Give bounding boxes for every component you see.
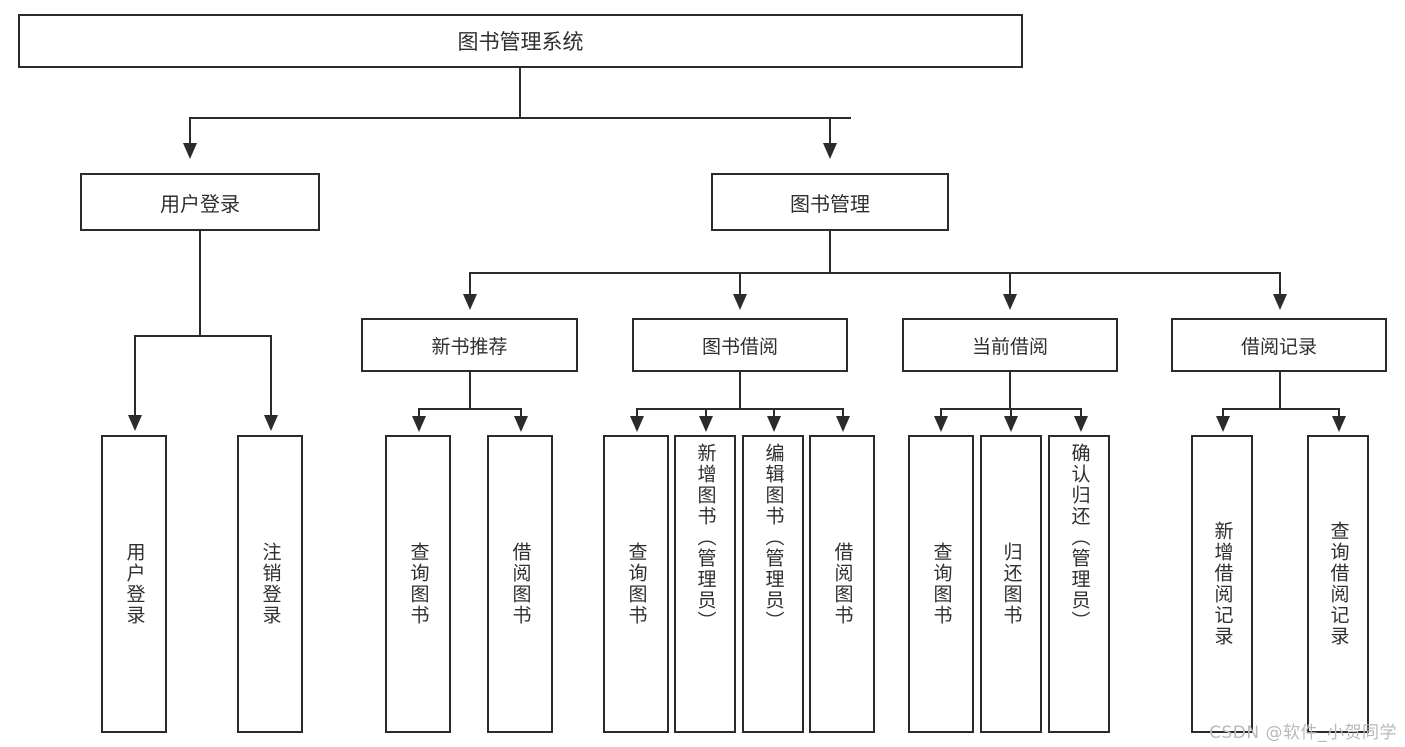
connector-borrow-record-bus bbox=[1222, 408, 1338, 410]
arrow-current-borrow-to-leaf-0 bbox=[934, 416, 948, 432]
connector-new-book-trunk bbox=[469, 372, 471, 408]
connector-borrow-record-trunk bbox=[1279, 372, 1281, 408]
connector-borrow-record-to-leaf-0 bbox=[1222, 408, 1224, 418]
leaf-user-login-1-label: 注销登录 bbox=[259, 542, 282, 626]
arrow-borrow-record-to-leaf-1 bbox=[1332, 416, 1346, 432]
leaf-current-borrow-2-label: 确认归还（管理员） bbox=[1068, 443, 1091, 632]
connector-current-borrow-to-leaf-2 bbox=[1080, 408, 1082, 418]
arrow-new-book-to-leaf-0 bbox=[412, 416, 426, 432]
leaf-current-borrow-1-label: 归还图书 bbox=[1000, 542, 1023, 626]
node-new-book-recommend-label: 新书推荐 bbox=[431, 335, 508, 358]
leaf-book-borrow-3[interactable]: 借阅图书 bbox=[809, 435, 875, 733]
connector-book-borrow-to-leaf-2 bbox=[773, 408, 775, 418]
leaf-current-borrow-0-label: 查询图书 bbox=[930, 542, 953, 626]
node-borrow-record[interactable]: 借阅记录 bbox=[1171, 318, 1387, 372]
leaf-current-borrow-2[interactable]: 确认归还（管理员） bbox=[1048, 435, 1110, 733]
leaf-new-book-1-label: 借阅图书 bbox=[509, 542, 532, 626]
connector-book-manage-to-record bbox=[1279, 272, 1281, 296]
leaf-current-borrow-0[interactable]: 查询图书 bbox=[908, 435, 974, 733]
node-book-manage-label: 图书管理 bbox=[790, 191, 870, 216]
leaf-book-borrow-0-label: 查询图书 bbox=[625, 542, 648, 626]
arrow-user-login-to-leaf-0 bbox=[128, 415, 142, 431]
leaf-borrow-record-0[interactable]: 新增借阅记录 bbox=[1191, 435, 1253, 733]
leaf-book-borrow-1[interactable]: 新增图书（管理员） bbox=[674, 435, 736, 733]
arrow-root-to-book-manage bbox=[823, 143, 837, 159]
connector-book-borrow-to-leaf-0 bbox=[636, 408, 638, 418]
node-book-borrow-label: 图书借阅 bbox=[701, 335, 778, 358]
leaf-new-book-1[interactable]: 借阅图书 bbox=[487, 435, 553, 733]
connector-book-manage-to-borrow bbox=[739, 272, 741, 296]
arrow-current-borrow-to-leaf-2 bbox=[1074, 416, 1088, 432]
arrow-book-borrow-to-leaf-3 bbox=[836, 416, 850, 432]
connector-root-to-book-manage bbox=[829, 117, 831, 145]
leaf-borrow-record-0-label: 新增借阅记录 bbox=[1211, 521, 1234, 647]
arrow-book-manage-to-current bbox=[1003, 294, 1017, 310]
connector-book-manage-to-new-book bbox=[469, 272, 471, 296]
arrow-book-manage-to-new-book bbox=[463, 294, 477, 310]
connector-current-borrow-to-leaf-0 bbox=[940, 408, 942, 418]
connector-borrow-record-to-leaf-1 bbox=[1338, 408, 1340, 418]
leaf-borrow-record-1[interactable]: 查询借阅记录 bbox=[1307, 435, 1369, 733]
arrow-book-borrow-to-leaf-1 bbox=[699, 416, 713, 432]
leaf-book-borrow-2[interactable]: 编辑图书（管理员） bbox=[742, 435, 804, 733]
connector-user-login-bus bbox=[134, 335, 270, 337]
node-book-manage[interactable]: 图书管理 bbox=[711, 173, 949, 231]
arrow-book-borrow-to-leaf-2 bbox=[767, 416, 781, 432]
connector-root-trunk bbox=[519, 68, 521, 117]
leaf-current-borrow-1[interactable]: 归还图书 bbox=[980, 435, 1042, 733]
connector-user-login-to-leaf-1 bbox=[270, 335, 272, 417]
arrow-borrow-record-to-leaf-0 bbox=[1216, 416, 1230, 432]
connector-user-login-to-leaf-0 bbox=[134, 335, 136, 417]
leaf-user-login-0[interactable]: 用户登录 bbox=[101, 435, 167, 733]
connector-book-manage-bus bbox=[469, 272, 1280, 274]
leaf-new-book-0[interactable]: 查询图书 bbox=[385, 435, 451, 733]
connector-book-manage-trunk bbox=[829, 231, 831, 272]
node-current-borrow[interactable]: 当前借阅 bbox=[902, 318, 1118, 372]
leaf-book-borrow-1-label: 新增图书（管理员） bbox=[694, 443, 717, 632]
connector-new-book-to-leaf-0 bbox=[418, 408, 420, 418]
connector-root-bus bbox=[189, 117, 851, 119]
node-user-login-label: 用户登录 bbox=[160, 191, 240, 216]
leaf-book-borrow-2-label: 编辑图书（管理员） bbox=[762, 443, 785, 632]
connector-root-to-user-login bbox=[189, 117, 191, 145]
arrow-current-borrow-to-leaf-1 bbox=[1004, 416, 1018, 432]
connector-user-login-trunk bbox=[199, 231, 201, 335]
connector-book-borrow-to-leaf-1 bbox=[705, 408, 707, 418]
connector-current-borrow-to-leaf-1 bbox=[1010, 408, 1012, 418]
arrow-new-book-to-leaf-1 bbox=[514, 416, 528, 432]
connector-new-book-bus bbox=[418, 408, 522, 410]
connector-book-borrow-to-leaf-3 bbox=[842, 408, 844, 418]
arrow-book-borrow-to-leaf-0 bbox=[630, 416, 644, 432]
connector-book-manage-to-current bbox=[1009, 272, 1011, 296]
node-borrow-record-label: 借阅记录 bbox=[1240, 335, 1317, 358]
connector-current-borrow-trunk bbox=[1009, 372, 1011, 408]
leaf-user-login-1[interactable]: 注销登录 bbox=[237, 435, 303, 733]
connector-book-borrow-trunk bbox=[739, 372, 741, 408]
connector-book-borrow-bus bbox=[636, 408, 844, 410]
leaf-new-book-0-label: 查询图书 bbox=[407, 542, 430, 626]
leaf-book-borrow-0[interactable]: 查询图书 bbox=[603, 435, 669, 733]
node-new-book-recommend[interactable]: 新书推荐 bbox=[361, 318, 578, 372]
connector-new-book-to-leaf-1 bbox=[520, 408, 522, 418]
node-current-borrow-label: 当前借阅 bbox=[971, 335, 1048, 358]
arrow-user-login-to-leaf-1 bbox=[264, 415, 278, 431]
leaf-borrow-record-1-label: 查询借阅记录 bbox=[1327, 521, 1350, 647]
node-user-login[interactable]: 用户登录 bbox=[80, 173, 320, 231]
node-root-system[interactable]: 图书管理系统 bbox=[18, 14, 1023, 68]
node-root-label: 图书管理系统 bbox=[457, 30, 584, 54]
arrow-root-to-user-login bbox=[183, 143, 197, 159]
node-book-borrow[interactable]: 图书借阅 bbox=[632, 318, 848, 372]
arrow-book-manage-to-borrow bbox=[733, 294, 747, 310]
leaf-book-borrow-3-label: 借阅图书 bbox=[831, 542, 854, 626]
leaf-user-login-0-label: 用户登录 bbox=[123, 542, 146, 626]
arrow-book-manage-to-record bbox=[1273, 294, 1287, 310]
